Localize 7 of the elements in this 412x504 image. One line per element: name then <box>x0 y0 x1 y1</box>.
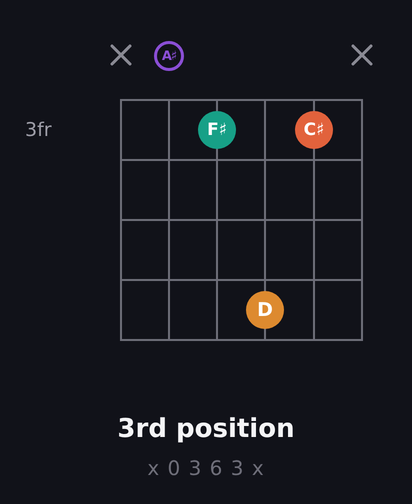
chord-title: 3rd position <box>117 416 295 442</box>
fingering-text: x 0 3 6 3 x <box>147 458 265 478</box>
note-dot: D <box>246 291 284 329</box>
note-dot: C♯ <box>295 111 333 149</box>
open-string-ring: A♯ <box>154 41 184 71</box>
fret-number: 3fr <box>25 121 52 140</box>
note-dot: F♯ <box>198 111 236 149</box>
